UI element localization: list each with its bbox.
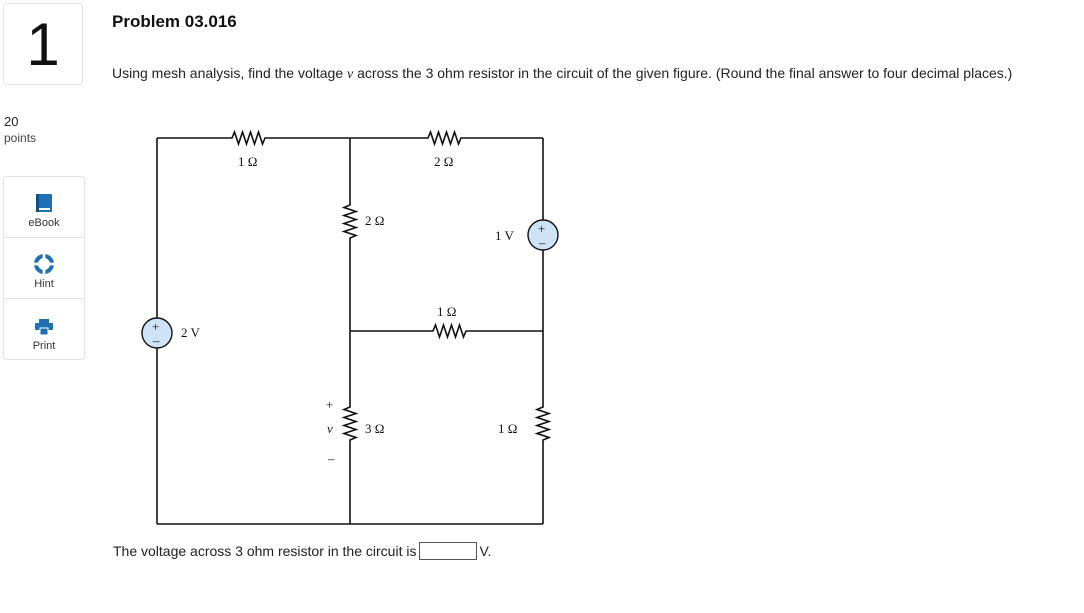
book-icon [36, 194, 52, 212]
question-number: 1 [3, 3, 83, 85]
answer-unit: V. [479, 543, 492, 559]
question-text-end: across the 3 ohm resistor in the circuit… [353, 65, 1013, 81]
source-right-minus: – [538, 235, 546, 250]
v-plus-label: + [326, 397, 333, 412]
ebook-label: eBook [28, 217, 60, 229]
circuit-wires [156, 129, 552, 525]
problem-title: Problem 03.016 [112, 12, 237, 31]
tool-panel: eBook Hint Print [3, 176, 85, 360]
print-label: Print [32, 340, 56, 352]
v-label: v [327, 421, 333, 436]
answer-row: The voltage across 3 ohm resistor in the… [113, 542, 491, 560]
hint-label: Hint [34, 278, 54, 290]
v-minus-label: – [327, 451, 335, 466]
resistor-mid-vertical-label: 2 Ω [365, 213, 384, 228]
question-text-start: Using mesh analysis, find the voltage [112, 65, 348, 81]
resistor-mid-horizontal-label: 1 Ω [437, 304, 456, 319]
resistor-bottom-middle-label: 3 Ω [365, 421, 384, 436]
print-button[interactable]: Print [4, 299, 84, 360]
source-right-label: 1 V [495, 228, 515, 243]
circuit-diagram: + – + – 1 Ω 2 Ω 2 Ω 1 Ω 3 Ω 1 Ω 2 V 1 V … [141, 129, 559, 525]
source-left-minus: – [152, 333, 160, 348]
hint-button[interactable]: Hint [4, 238, 84, 299]
question-text: Using mesh analysis, find the voltage v … [112, 65, 1032, 83]
ebook-button[interactable]: eBook [4, 177, 84, 238]
source-right-plus: + [538, 221, 545, 236]
resistor-top-left-label: 1 Ω [238, 154, 257, 169]
resistor-top-right-label: 2 Ω [434, 154, 453, 169]
source-left-label: 2 V [181, 325, 201, 340]
resistor-bottom-right-label: 1 Ω [498, 421, 517, 436]
voltage-source-1v [527, 219, 559, 251]
variable-v: v [347, 67, 354, 82]
printer-icon [35, 319, 53, 336]
voltage-source-2v [141, 317, 173, 349]
points-value: 20 [4, 114, 19, 129]
answer-prompt: The voltage across 3 ohm resistor in the… [113, 543, 417, 559]
source-left-plus: + [152, 319, 159, 334]
answer-input[interactable] [419, 542, 478, 560]
lifebuoy-icon [34, 254, 54, 274]
points-label: points [4, 131, 37, 145]
